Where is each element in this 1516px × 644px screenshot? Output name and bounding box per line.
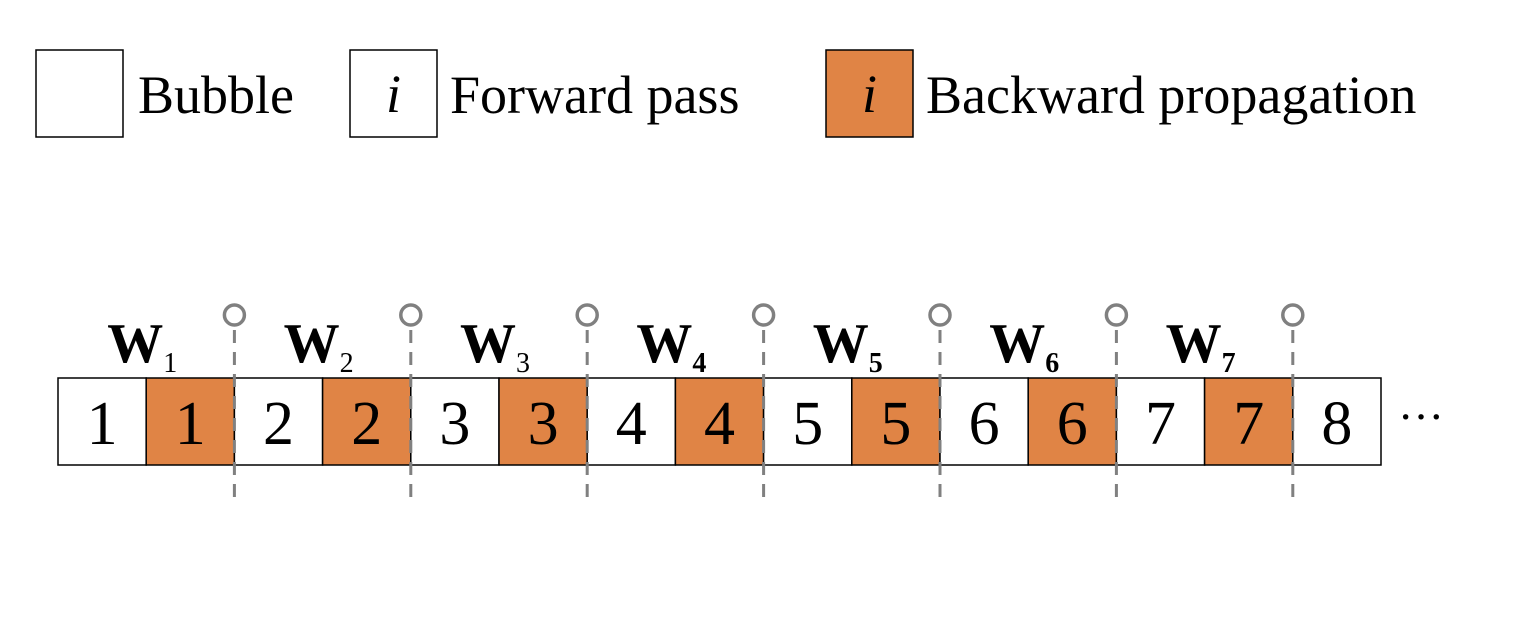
cell-label: 4 [704, 390, 735, 458]
weight-update-4: W4 [636, 303, 776, 500]
weight-label: W6 [989, 313, 1059, 379]
cell-box [410, 377, 500, 466]
legend-label: Bubble [138, 65, 294, 125]
cell-label: 1 [175, 390, 206, 458]
weight-label: W7 [1166, 313, 1236, 379]
cell-label: 3 [439, 390, 470, 458]
legend-label: Backward propagation [926, 65, 1416, 125]
cell-box [674, 377, 765, 466]
cell-label: 2 [351, 390, 382, 458]
legend-symbol: i [862, 64, 877, 124]
forward-cell: 2 [233, 377, 324, 466]
forward-cell: 3 [410, 377, 500, 466]
weight-update-3: W3 [460, 303, 599, 500]
weight-update-1: W1 [107, 303, 247, 500]
forward-cell: 1 [57, 377, 147, 466]
sync-point-circle [575, 303, 599, 327]
cell-label: 5 [792, 390, 823, 458]
cell-label: 4 [616, 390, 647, 458]
legend-item-3: i Backward propagation [825, 49, 1416, 138]
cell-label: 7 [1145, 390, 1176, 458]
backward-cell: 6 [1027, 377, 1118, 466]
cell-box [321, 377, 412, 466]
legend: Bubble i Forward pass i Backward propagation [35, 49, 1416, 138]
forward-cell: 4 [586, 377, 677, 466]
legend-symbol: i [386, 64, 401, 124]
sync-point-circle [1104, 303, 1129, 327]
forward-cell: 5 [762, 377, 853, 466]
sync-point-circle [928, 303, 952, 327]
weight-update-5: W5 [813, 303, 952, 500]
cell-label: 7 [1233, 390, 1264, 458]
cell-label: 5 [880, 390, 911, 458]
weight-update-2: W2 [284, 303, 423, 500]
sync-point-circle [399, 303, 423, 327]
legend-swatch [825, 49, 914, 138]
backward-cell: 4 [674, 377, 765, 466]
cell-box [57, 377, 147, 466]
cell-box [1203, 377, 1294, 466]
cell-label: 8 [1321, 390, 1352, 458]
backward-cell: 5 [851, 377, 941, 466]
sync-point-circle [222, 303, 247, 327]
sync-point-circle [751, 303, 776, 327]
sync-point-circle [1281, 303, 1305, 327]
cell-box [851, 377, 941, 466]
legend-item-2: i Forward pass [349, 49, 739, 138]
cell-box [233, 377, 324, 466]
weight-label: W3 [460, 313, 530, 379]
cell-label: 6 [1057, 390, 1088, 458]
ellipsis: ··· [1398, 391, 1444, 442]
weight-label: W2 [284, 313, 354, 379]
backward-cell: 7 [1203, 377, 1294, 466]
cell-label: 1 [87, 390, 118, 458]
forward-cell: 7 [1115, 377, 1206, 466]
forward-cell: 6 [939, 377, 1029, 466]
weight-label: W5 [813, 313, 883, 379]
backward-cell: 2 [321, 377, 412, 466]
cell-box [1027, 377, 1118, 466]
cell-label: 2 [263, 390, 294, 458]
backward-cell: 3 [498, 377, 588, 466]
legend-label: Forward pass [450, 65, 739, 125]
forward-cell: 8 [1292, 377, 1382, 466]
weight-label: W1 [107, 313, 177, 379]
cell-box [498, 377, 588, 466]
cell-label: 6 [969, 390, 1000, 458]
backward-cell: 1 [145, 377, 236, 466]
cell-box [939, 377, 1029, 466]
weight-update-6: W6 [989, 303, 1129, 500]
weight-update-7: W7 [1166, 303, 1305, 500]
legend-swatch [35, 49, 124, 138]
legend-item-1: Bubble [35, 49, 294, 138]
legend-swatch [349, 49, 438, 138]
weight-label: W4 [636, 313, 706, 379]
cell-label: 3 [528, 390, 559, 458]
